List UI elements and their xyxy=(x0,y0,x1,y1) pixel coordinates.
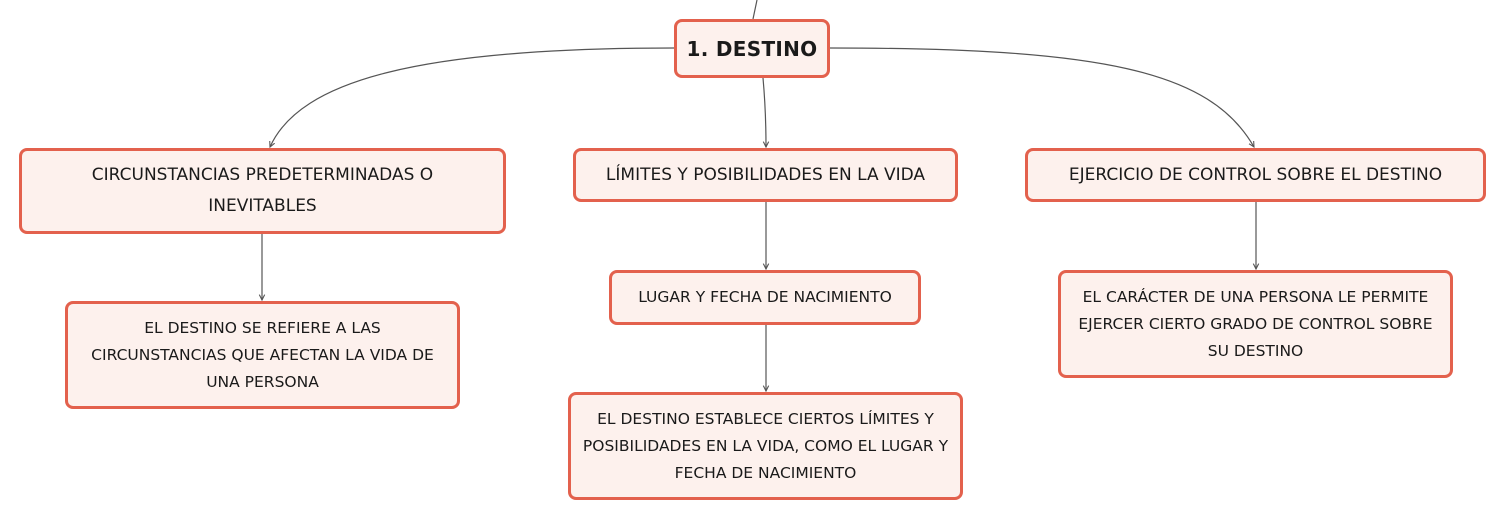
branch-node-ejercicio[interactable]: EJERCICIO DE CONTROL SOBRE EL DESTINO xyxy=(1025,148,1486,202)
detail-node-label: EL DESTINO SE REFIERE A LAS CIRCUNSTANCI… xyxy=(91,318,434,391)
detail-node-ejercicio[interactable]: EL CARÁCTER DE UNA PERSONA LE PERMITE EJ… xyxy=(1058,270,1453,378)
branch-node-label: LÍMITES Y POSIBILIDADES EN LA VIDA xyxy=(605,164,926,185)
root-node-destino[interactable]: 1. DESTINO xyxy=(674,19,830,78)
branch-node-label: CIRCUNSTANCIAS PREDETERMINADAS O INEVITA… xyxy=(91,165,434,216)
sub-node-label: LUGAR Y FECHA DE NACIMIENTO xyxy=(638,288,892,306)
sub-node-lugar-fecha[interactable]: LUGAR Y FECHA DE NACIMIENTO xyxy=(609,270,921,325)
connector-root-to-circunstancias xyxy=(270,47,675,147)
detail-node-circunstancias[interactable]: EL DESTINO SE REFIERE A LAS CIRCUNSTANCI… xyxy=(65,301,460,409)
branch-node-circunstancias[interactable]: CIRCUNSTANCIAS PREDETERMINADAS O INEVITA… xyxy=(19,148,506,234)
connector-root-to-ejercicio xyxy=(829,47,1254,147)
detail-node-label: EL DESTINO ESTABLECE CIERTOS LÍMITES Y P… xyxy=(582,409,949,482)
connector-parent-to-root xyxy=(752,0,758,20)
detail-node-label: EL CARÁCTER DE UNA PERSONA LE PERMITE EJ… xyxy=(1078,287,1433,360)
branch-node-limites[interactable]: LÍMITES Y POSIBILIDADES EN LA VIDA xyxy=(573,148,958,202)
connector-root-to-limites xyxy=(762,77,766,147)
detail-node-limites[interactable]: EL DESTINO ESTABLECE CIERTOS LÍMITES Y P… xyxy=(568,392,963,500)
branch-node-label: EJERCICIO DE CONTROL SOBRE EL DESTINO xyxy=(1068,164,1443,185)
root-node-label: 1. DESTINO xyxy=(686,36,818,61)
